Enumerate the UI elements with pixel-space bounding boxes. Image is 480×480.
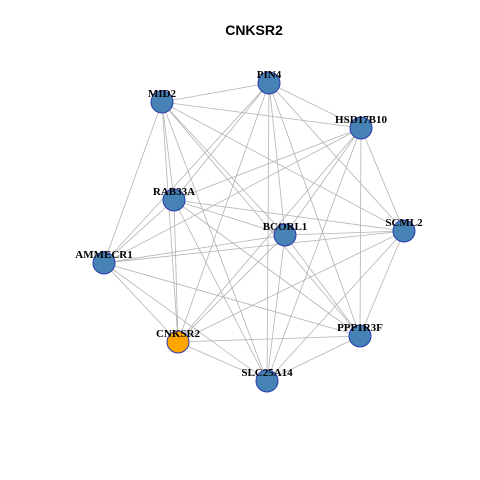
- edge-mid2-rab33a: [161, 101, 175, 201]
- edge-pin4-cnksr2: [177, 82, 270, 343]
- edge-rab33a-cnksr2: [173, 199, 179, 343]
- edge-scml2-ammecr1: [103, 230, 405, 264]
- node-mid2: [150, 90, 174, 114]
- edge-hsd17b10-rab33a: [173, 127, 362, 201]
- node-label-slc25a14: SLC25A14: [241, 367, 293, 379]
- edge-cnksr2-slc25a14: [177, 341, 268, 382]
- edge-bcorl1-cnksr2: [177, 234, 286, 343]
- nodes-layer: [92, 71, 416, 393]
- edge-rab33a-scml2: [173, 199, 405, 232]
- edge-bcorl1-scml2: [284, 230, 405, 236]
- edge-scml2-ppp1r3f: [359, 230, 405, 337]
- edge-hsd17b10-scml2: [360, 127, 405, 232]
- edge-bcorl1-ppp1r3f: [284, 234, 361, 337]
- edge-mid2-pin4: [161, 82, 270, 103]
- node-scml2: [392, 219, 416, 243]
- edge-hsd17b10-ammecr1: [103, 127, 362, 264]
- edge-hsd17b10-bcorl1: [284, 127, 362, 236]
- edge-cnksr2-ppp1r3f: [177, 335, 361, 343]
- node-rab33a: [162, 188, 186, 212]
- edge-hsd17b10-cnksr2: [177, 127, 362, 343]
- edge-rab33a-slc25a14: [173, 199, 268, 382]
- edge-mid2-scml2: [161, 101, 405, 232]
- node-label-scml2: SCML2: [385, 217, 423, 229]
- node-pin4: [257, 71, 281, 95]
- edge-scml2-cnksr2: [177, 230, 405, 343]
- edge-pin4-hsd17b10: [268, 82, 362, 129]
- edge-mid2-slc25a14: [161, 101, 268, 382]
- edge-mid2-ppp1r3f: [161, 101, 361, 337]
- edge-hsd17b10-slc25a14: [266, 127, 362, 382]
- edge-scml2-slc25a14: [266, 230, 405, 382]
- node-label-mid2: MID2: [148, 88, 177, 100]
- node-label-bcorl1: BCORL1: [263, 221, 308, 233]
- edge-rab33a-ammecr1: [103, 199, 175, 264]
- edge-mid2-ammecr1: [103, 101, 163, 264]
- edge-mid2-hsd17b10: [161, 101, 362, 129]
- edge-rab33a-bcorl1: [173, 199, 286, 236]
- node-label-ppp1r3f: PPP1R3F: [337, 322, 383, 334]
- edges-layer: [103, 82, 405, 382]
- node-label-ammecr1: AMMECR1: [75, 249, 132, 261]
- node-slc25a14: [255, 369, 279, 393]
- edge-pin4-ppp1r3f: [268, 82, 361, 337]
- edge-pin4-bcorl1: [268, 82, 286, 236]
- edge-slc25a14-ppp1r3f: [266, 335, 361, 382]
- node-label-rab33a: RAB33A: [153, 186, 195, 198]
- node-hsd17b10: [349, 116, 373, 140]
- node-label-cnksr2: CNKSR2: [156, 328, 201, 340]
- node-ammecr1: [92, 251, 116, 275]
- edge-ammecr1-ppp1r3f: [103, 262, 361, 337]
- edge-ammecr1-cnksr2: [103, 262, 179, 343]
- edge-pin4-ammecr1: [103, 82, 270, 264]
- node-ppp1r3f: [348, 324, 372, 348]
- node-cnksr2: [166, 330, 190, 354]
- node-bcorl1: [273, 223, 297, 247]
- edge-pin4-slc25a14: [266, 82, 270, 382]
- edge-mid2-bcorl1: [161, 101, 286, 236]
- edge-bcorl1-ammecr1: [103, 234, 286, 264]
- diagram-title: CNKSR2: [225, 22, 283, 38]
- node-label-pin4: PIN4: [257, 69, 282, 81]
- node-label-hsd17b10: HSD17B10: [335, 114, 387, 126]
- edge-bcorl1-slc25a14: [266, 234, 286, 382]
- edge-hsd17b10-ppp1r3f: [359, 127, 362, 337]
- edge-ammecr1-slc25a14: [103, 262, 268, 382]
- edge-mid2-cnksr2: [161, 101, 179, 343]
- edge-pin4-rab33a: [173, 82, 270, 201]
